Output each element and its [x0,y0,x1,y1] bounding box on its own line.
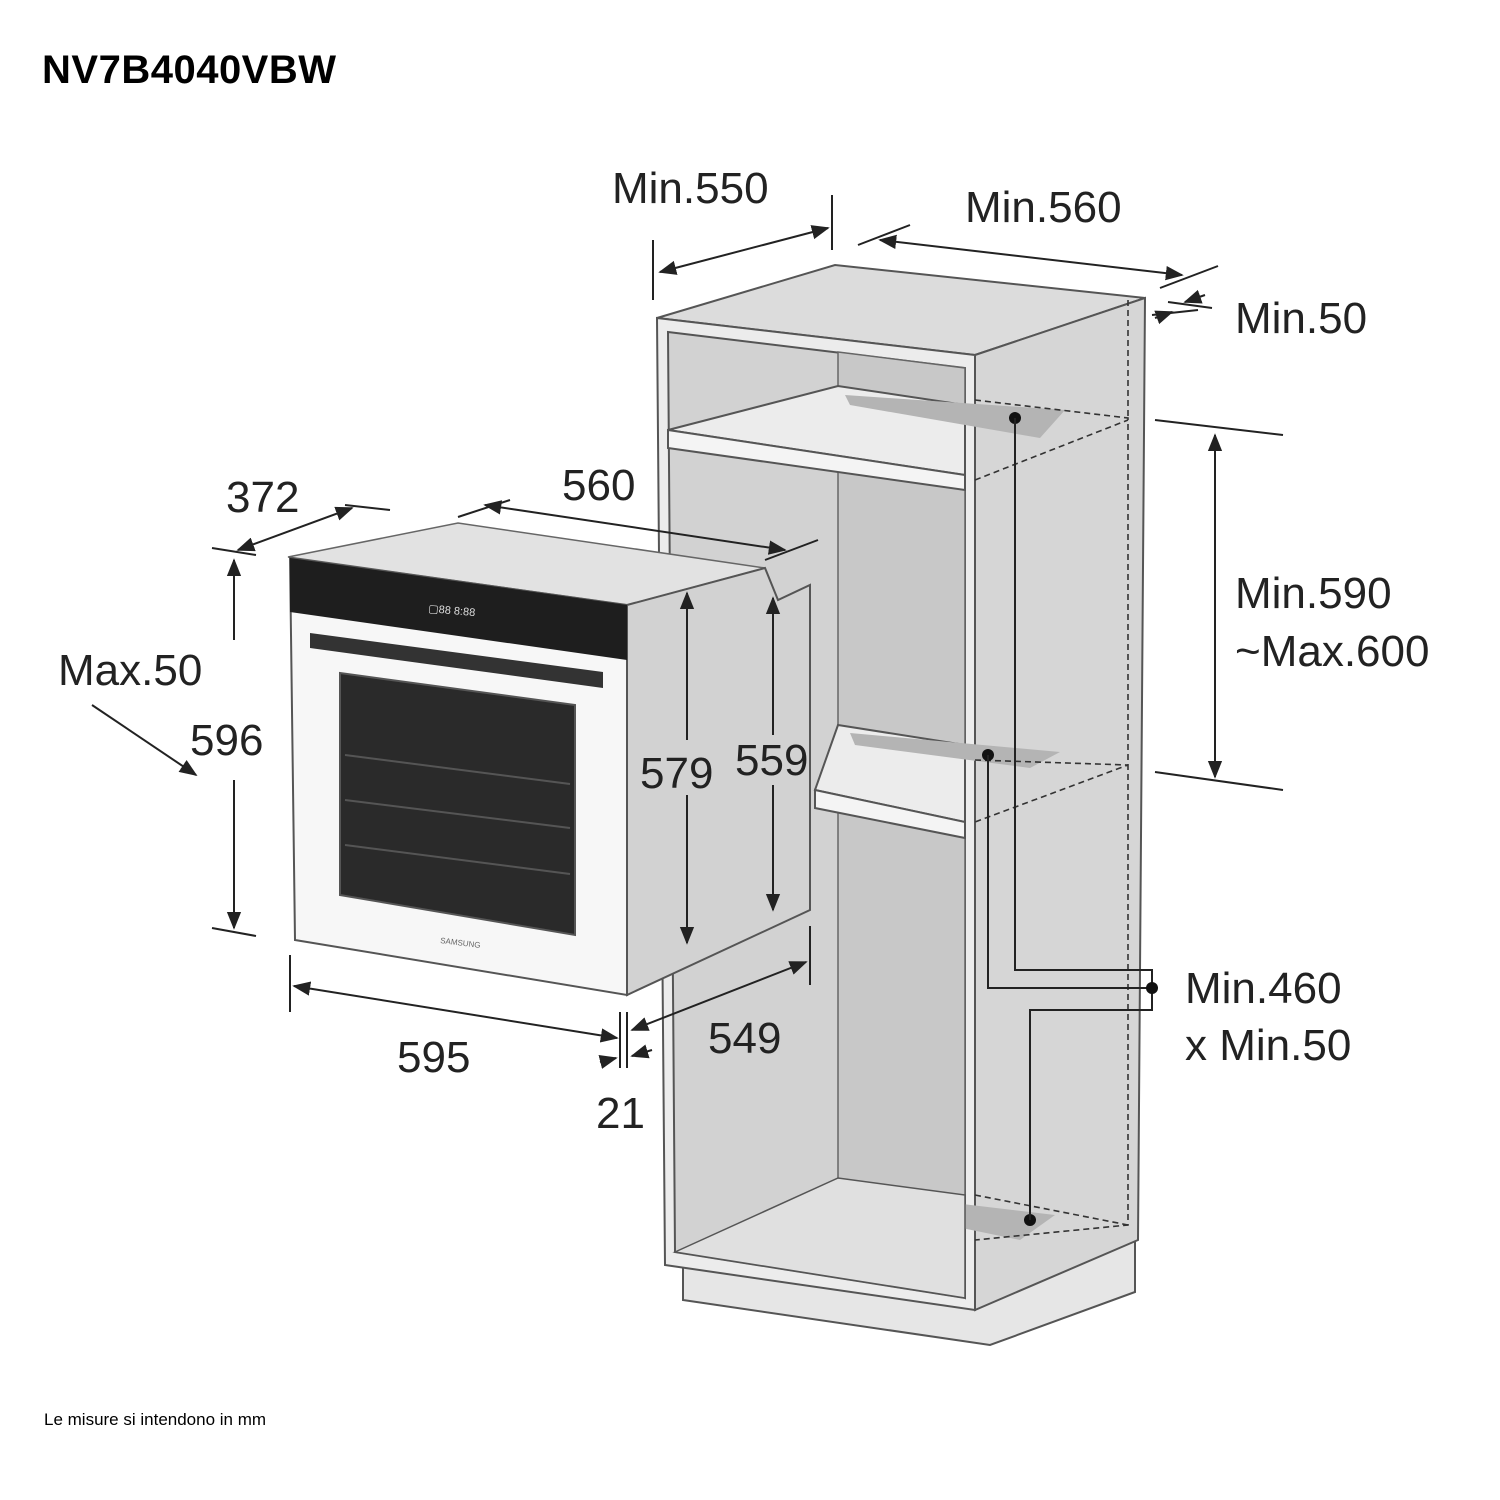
middle-vent [850,733,1060,768]
upper-vent [845,395,1065,438]
upper-shelf-edge [667,428,966,492]
cabinet-floor [672,1177,966,1299]
cabinet-side [974,296,1147,1312]
oven-height-label: 596 [190,716,263,765]
vent-label-2: x Min.50 [1185,1021,1351,1070]
units-footnote: Le misure si intendono in mm [44,1410,267,1429]
vent-label-1: Min.460 [1185,964,1342,1013]
control-panel [290,558,627,660]
oven: ▢88 8:88 SAMSUNG [287,522,811,997]
rear-gap-label: Min.50 [1235,294,1367,343]
door-handle [310,633,603,688]
lower-shelf-edge [814,788,966,840]
oven-body-height-label: 579 [640,749,713,798]
oven-width-body-label: 560 [562,461,635,510]
model-title: NV7B4040VBW [42,48,337,92]
niche-height-label-2: ~Max.600 [1235,627,1429,676]
oven-window [339,671,576,937]
oven-body-depth-label: 549 [708,1014,781,1063]
oven-rear-height-label: 559 [735,736,808,785]
cabinet-depth-label: Min.550 [612,164,769,213]
cabinet-width-label: Min.560 [965,183,1122,232]
door-offset-label: Max.50 [58,646,202,695]
dimensions [91,195,1284,1069]
niche-height-label-1: Min.590 [1235,569,1392,618]
oven-depth-top-label: 372 [226,473,299,522]
oven-front-width-label: 595 [397,1033,470,1082]
svg-text:▢88 8:88: ▢88 8:88 [428,603,476,619]
front-thickness-label: 21 [596,1089,645,1138]
